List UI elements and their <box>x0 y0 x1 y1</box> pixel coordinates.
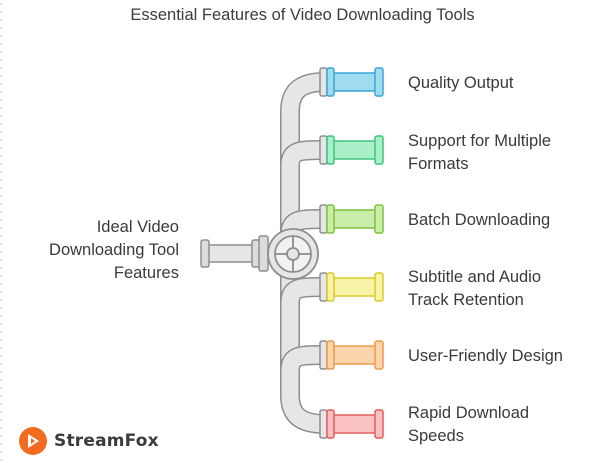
feature-label-line: Rapid Download <box>408 404 530 422</box>
feature-outlet-pipe <box>319 340 384 370</box>
feature-label: Quality Output <box>408 72 598 95</box>
brand-name: StreamFox <box>54 431 159 451</box>
brand: StreamFox <box>18 426 159 456</box>
feature-label-line: Speeds <box>408 427 464 445</box>
feature-label-line: Batch Downloading <box>408 211 551 229</box>
feature-label-line: Subtitle and Audio <box>408 268 542 286</box>
feature-outlet-pipe <box>319 409 384 439</box>
feature-outlet-pipe <box>319 204 384 234</box>
pipe-branch <box>281 141 324 167</box>
pipe-branch <box>281 278 324 304</box>
feature-outlet-pipe <box>319 272 384 302</box>
diagram-title: Essential Features of Video Downloading … <box>130 6 475 24</box>
left-dotted-border <box>0 0 3 463</box>
hub-valve <box>267 228 319 280</box>
feature-outlets <box>319 67 384 439</box>
feature-outlet-pipe <box>319 67 384 97</box>
feature-label: User-Friendly Design <box>408 345 598 368</box>
pipe-branch <box>281 346 324 372</box>
feature-label: Batch Downloading <box>408 209 598 232</box>
hub-label-line: Downloading Tool <box>49 241 179 259</box>
streamfox-logo-icon <box>19 427 47 455</box>
feature-label-line: Formats <box>408 155 469 173</box>
inlet-pipe <box>200 235 269 272</box>
hub-label: Ideal Video Downloading Tool Features <box>0 216 179 285</box>
feature-label-line: Track Retention <box>408 291 524 309</box>
feature-outlet-pipe <box>319 135 384 165</box>
hub-label-line: Ideal Video <box>96 218 179 236</box>
hub-label-line: Features <box>113 264 179 282</box>
feature-label-line: Support for Multiple <box>408 132 552 150</box>
feature-label-line: User-Friendly Design <box>408 347 563 365</box>
feature-label-line: Quality Output <box>408 74 514 92</box>
